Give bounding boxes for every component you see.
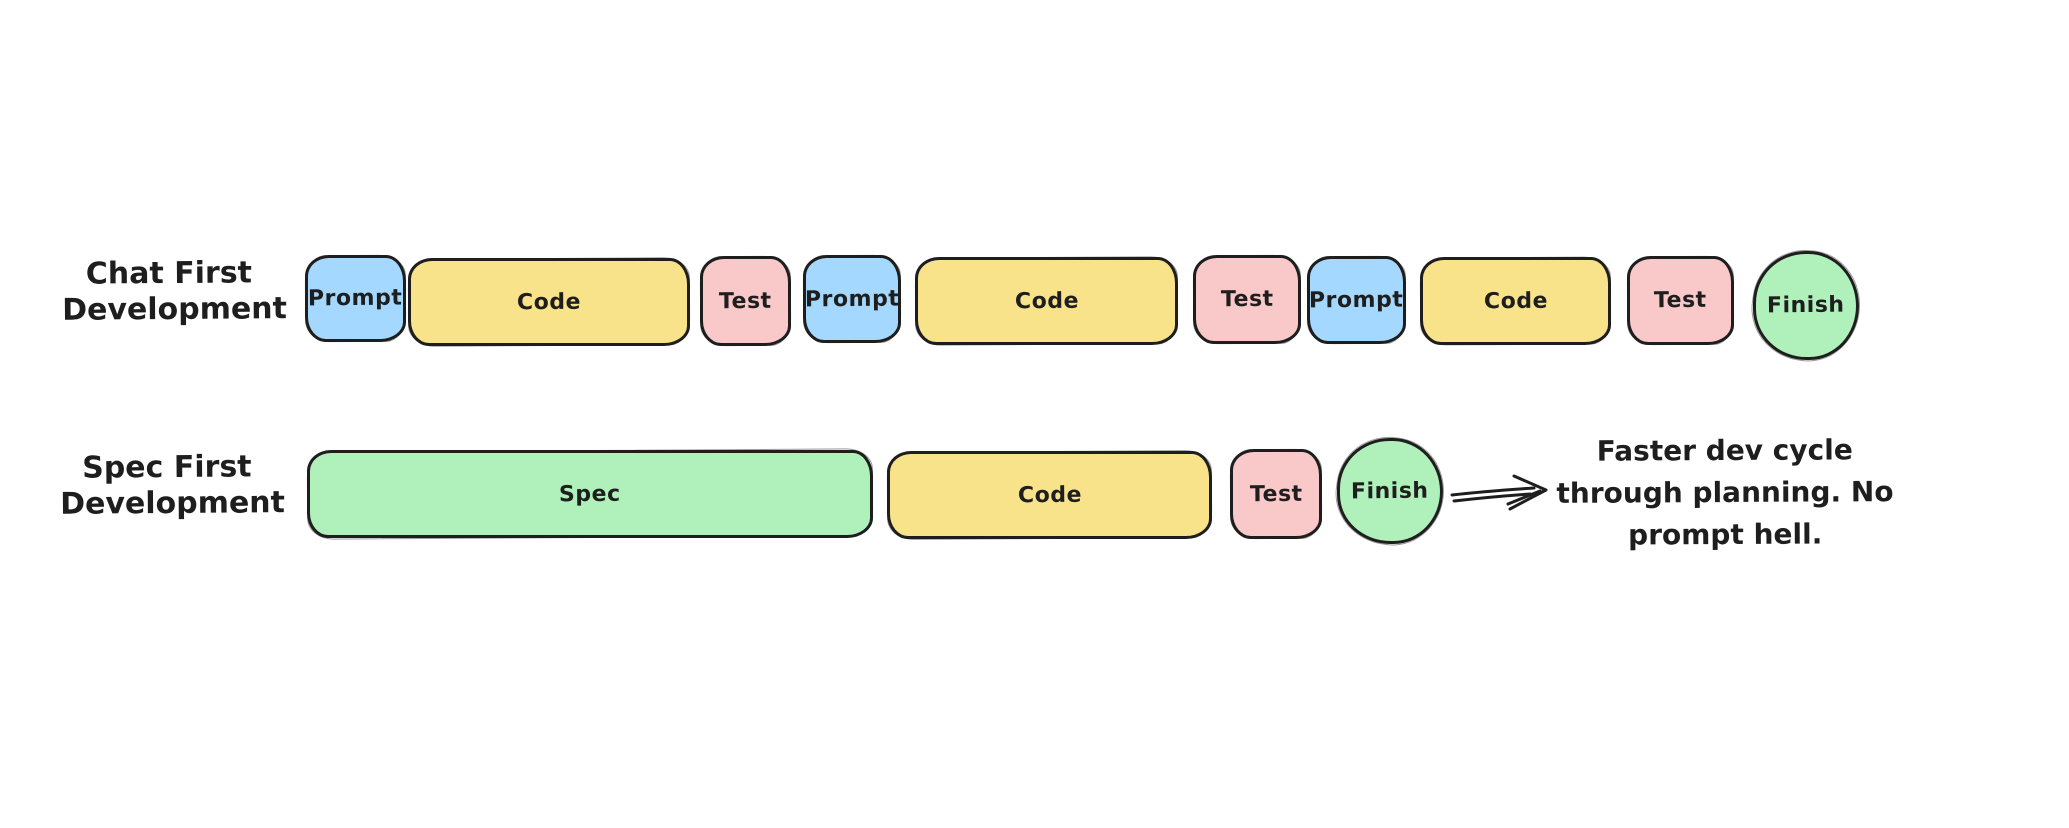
chat-step-8-code: Code — [1420, 257, 1611, 345]
chat-step-1-prompt: Prompt — [305, 255, 406, 342]
arrow-icon — [1450, 474, 1548, 511]
chat-step-10-finish: Finish — [1753, 251, 1859, 360]
step-label: Test — [1220, 286, 1274, 313]
annotation-line1: Faster dev cycle — [1596, 433, 1853, 468]
spec-step-2-code: Code — [887, 451, 1212, 539]
chat-step-5-code: Code — [915, 257, 1178, 345]
annotation-line3: prompt hell. — [1628, 517, 1823, 552]
step-label: Prompt — [1309, 287, 1404, 313]
annotation-note: Faster dev cycle through planning. No pr… — [1541, 429, 1910, 557]
step-label: Code — [1014, 288, 1079, 314]
row-label-line1: Chat First — [85, 255, 253, 292]
row-label-chat-first: Chat First Development — [62, 255, 288, 328]
step-label: Finish — [1351, 478, 1429, 504]
spec-step-1-spec: Spec — [307, 450, 873, 538]
step-label: Finish — [1767, 292, 1845, 319]
step-label: Prompt — [804, 286, 900, 312]
chat-step-3-test: Test — [700, 256, 791, 346]
row-label-spec-first: Spec First Development — [60, 449, 286, 522]
row-label-line1: Spec First — [82, 449, 252, 486]
step-label: Code — [1483, 288, 1548, 314]
annotation-line2: through planning. No — [1556, 475, 1894, 510]
row-label-line2: Development — [60, 485, 286, 522]
spec-step-4-finish: Finish — [1337, 438, 1443, 544]
chat-step-9-test: Test — [1627, 256, 1734, 345]
step-label: Test — [719, 288, 772, 314]
step-label: Code — [1017, 482, 1082, 508]
spec-step-3-test: Test — [1230, 449, 1322, 539]
step-label: Test — [1654, 287, 1707, 314]
step-label: Spec — [559, 481, 621, 507]
chat-step-2-code: Code — [408, 258, 690, 346]
step-label: Code — [516, 289, 582, 315]
row-label-line2: Development — [62, 291, 288, 328]
chat-step-6-test: Test — [1193, 255, 1301, 344]
step-label: Prompt — [308, 285, 403, 312]
chat-step-4-prompt: Prompt — [803, 255, 901, 343]
chat-step-7-prompt: Prompt — [1307, 256, 1406, 344]
step-label: Test — [1249, 481, 1303, 507]
